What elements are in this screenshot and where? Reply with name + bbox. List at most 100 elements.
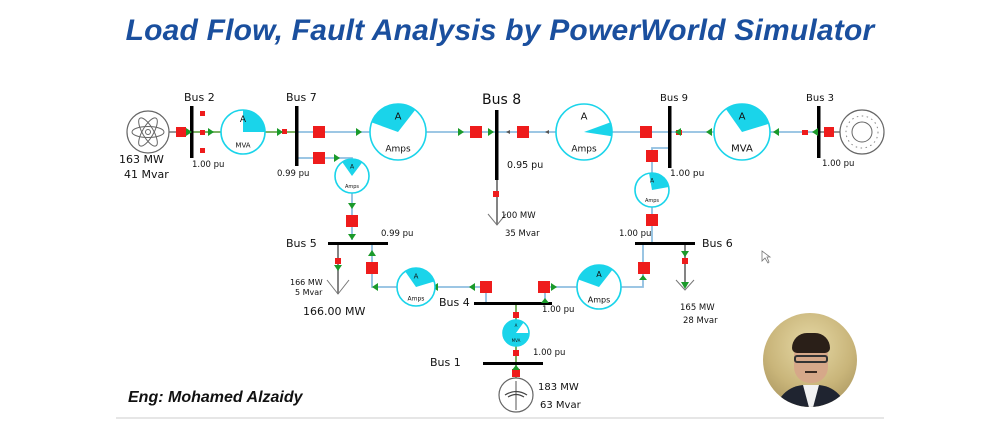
bus-8-bar[interactable] — [495, 110, 499, 180]
gauge-unit-label: Amps — [571, 145, 597, 155]
breaker[interactable] — [802, 130, 808, 135]
bus-7-label: Bus 7 — [286, 91, 317, 104]
flow-arrow-icon — [368, 250, 376, 256]
flow-arrow-icon — [541, 298, 549, 303]
gauge-fill — [503, 320, 529, 346]
breaker[interactable] — [335, 258, 341, 264]
breaker[interactable] — [200, 148, 205, 153]
flow-arrow-icon — [773, 128, 779, 136]
small-flow-arrows — [506, 130, 549, 134]
flow-arrow-icon — [506, 130, 510, 134]
bus-6-bar[interactable] — [635, 242, 695, 245]
gauge-fill — [371, 103, 416, 132]
flow-arrow-icon — [812, 128, 818, 136]
load-bus5[interactable]: 166 MW 5 Mvar 166.00 MW — [290, 278, 365, 318]
flow-arrow-icon — [675, 128, 681, 136]
flow-arrow-icon — [706, 128, 712, 136]
flow-arrow-icon — [458, 128, 464, 136]
breaker[interactable] — [366, 262, 378, 274]
flow-arrow-icon — [469, 283, 475, 291]
bus-7-bar[interactable] — [295, 106, 299, 166]
load5-total: 166.00 MW — [303, 305, 365, 318]
load5-mvar: 5 Mvar — [295, 288, 323, 297]
breaker[interactable] — [346, 215, 358, 227]
generator-dotted-ring — [845, 115, 879, 149]
page-title: Load Flow, Fault Analysis by PowerWorld … — [125, 14, 875, 47]
gauge-unit-label: Amps — [408, 295, 425, 302]
breaker[interactable] — [282, 129, 287, 134]
bus-5-bar[interactable] — [328, 242, 388, 245]
generator-bus2[interactable]: 163 MW 41 Mvar — [119, 110, 170, 181]
footer-divider — [116, 417, 884, 419]
bus-1-bar[interactable] — [483, 362, 543, 365]
breaker[interactable] — [517, 126, 529, 138]
flow-arrow-icon — [334, 265, 342, 271]
generator-inner-ring — [851, 121, 873, 143]
gauge-fill — [725, 104, 769, 132]
load-bus6[interactable]: 165 MW 28 Mvar — [675, 279, 718, 326]
line-bus9-bus6 — [651, 147, 670, 243]
gauge-fill — [342, 159, 363, 176]
flow-arrow-icon — [488, 128, 494, 136]
breaker[interactable] — [200, 130, 205, 135]
breaker[interactable] — [176, 127, 186, 137]
gauge-top-label: A — [395, 111, 402, 122]
generator-bus1[interactable]: 183 MW 63 Mvar — [498, 377, 582, 413]
breaker[interactable] — [646, 214, 658, 226]
bus-9-voltage: 1.00 pu — [670, 169, 704, 179]
gauge-fill — [649, 173, 669, 190]
breaker[interactable] — [646, 150, 658, 162]
bus-2-voltage: 1.00 pu — [192, 160, 224, 170]
gauge-fill — [584, 122, 613, 137]
flow-arrow-icon — [334, 154, 340, 162]
bus-5-label: Bus 5 — [286, 237, 317, 250]
load-bus8[interactable]: 100 MW 35 Mvar — [487, 211, 540, 239]
gauge-fill — [405, 268, 435, 287]
breaker[interactable] — [640, 126, 652, 138]
flow-arrow-icon — [372, 283, 378, 291]
bus-3-bar[interactable] — [817, 106, 821, 158]
flow-arrow-icon — [186, 128, 192, 136]
green-arrow-icon — [681, 282, 689, 289]
bus-6-label: Bus 6 — [702, 237, 733, 250]
bus-4-voltage: 1.00 pu — [542, 305, 574, 315]
breaker[interactable] — [512, 369, 520, 377]
load6-mw: 165 MW — [680, 303, 715, 313]
avatar-glasses — [794, 355, 828, 363]
bus-9-bar[interactable] — [668, 106, 672, 168]
gauge-unit-label: Amps — [645, 198, 659, 204]
breaker[interactable] — [682, 258, 688, 264]
load5-mw: 166 MW — [290, 278, 323, 287]
bus-2-label: Bus 2 — [184, 91, 215, 104]
bus-4-bar[interactable] — [474, 302, 552, 305]
breaker[interactable] — [638, 262, 650, 274]
breaker[interactable] — [200, 111, 205, 116]
breaker[interactable] — [480, 281, 492, 293]
breaker[interactable] — [313, 152, 325, 164]
atom-symbol — [131, 117, 165, 147]
breaker[interactable] — [513, 312, 519, 318]
bus-3-label: Bus 3 — [806, 93, 834, 104]
generator-bus3[interactable] — [839, 109, 885, 155]
breaker[interactable] — [313, 126, 325, 138]
bus-9-label: Bus 9 — [660, 93, 688, 104]
breaker[interactable] — [470, 126, 482, 138]
breaker[interactable] — [513, 350, 519, 356]
breaker[interactable] — [538, 281, 550, 293]
breaker[interactable] — [493, 191, 499, 197]
load-arrow-icon — [675, 279, 695, 291]
bus-5-voltage: 0.99 pu — [381, 229, 413, 239]
breaker[interactable] — [824, 127, 834, 137]
flow-arrow-icon — [545, 130, 549, 134]
flow-arrow-icon — [512, 365, 520, 370]
gauge-top-label: A — [350, 163, 355, 170]
